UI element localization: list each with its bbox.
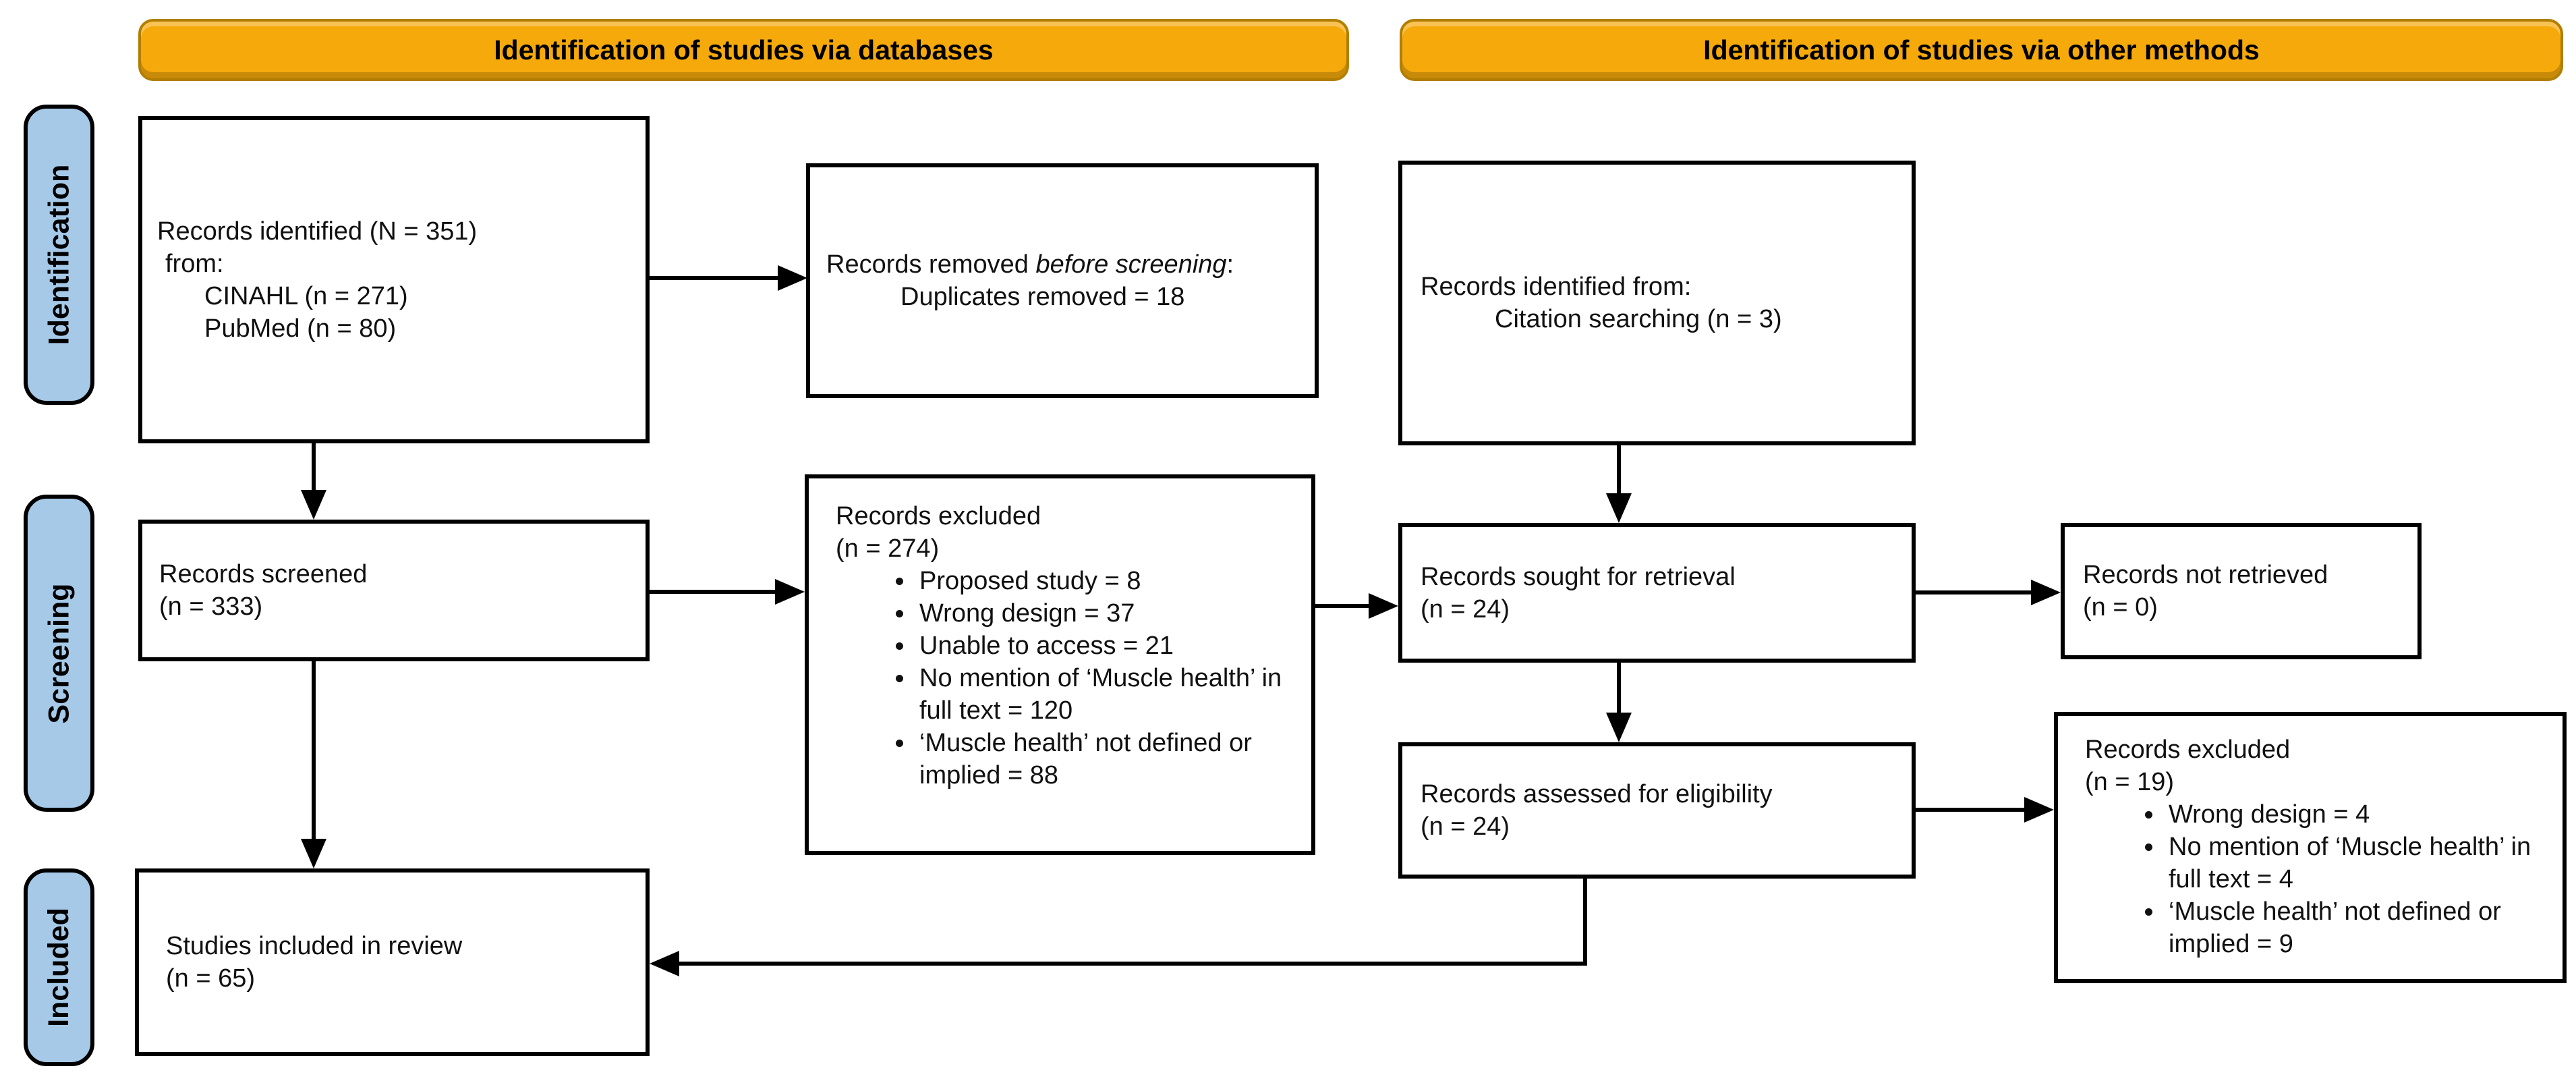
box-records-sought: Records sought for retrieval (n = 24) bbox=[1398, 523, 1916, 663]
arrowhead-identified-to-screened bbox=[301, 490, 326, 520]
box-studies-included: Studies included in review (n = 65) bbox=[135, 868, 650, 1056]
box-records-identified: Records identified (N = 351) from: CINAH… bbox=[138, 116, 650, 443]
stage-label-identification: Identification bbox=[24, 105, 94, 405]
box-records-removed: Records removed before screening: Duplic… bbox=[806, 163, 1319, 398]
stage-label-screening: Screening bbox=[24, 495, 94, 812]
list-item: Unable to access = 21 bbox=[915, 630, 1295, 662]
stage-label-included: Included bbox=[24, 868, 94, 1066]
list-item: Proposed study = 8 bbox=[915, 565, 1295, 597]
connector-sought-to-not-retrieved bbox=[1916, 590, 2032, 594]
box-records-identified-other: Records identified from: Citation search… bbox=[1398, 161, 1916, 445]
excluded-databases-reason-list: Proposed study = 8 Wrong design = 37 Una… bbox=[836, 565, 1295, 792]
arrowhead-excluded-to-sought bbox=[1369, 593, 1398, 619]
connector-screened-to-excluded bbox=[650, 590, 776, 594]
connector-sought-to-assessed bbox=[1617, 663, 1621, 714]
connector-identified-to-removed bbox=[650, 276, 778, 280]
arrowhead-citation-to-sought bbox=[1606, 493, 1632, 523]
connector-identified-to-screened bbox=[312, 443, 316, 491]
connector-assessed-to-included-vertical bbox=[1583, 879, 1587, 966]
box-records-excluded-other: Records excluded (n = 19) Wrong design =… bbox=[2054, 712, 2567, 983]
arrowhead-sought-to-assessed bbox=[1606, 713, 1632, 742]
arrowhead-screened-to-excluded bbox=[775, 579, 805, 605]
arrowhead-identified-to-removed bbox=[778, 265, 807, 291]
arrowhead-sought-to-not-retrieved bbox=[2031, 580, 2061, 605]
excluded-other-reason-list: Wrong design = 4 No mention of ‘Muscle h… bbox=[2085, 798, 2546, 960]
list-item: No mention of ‘Muscle health’ in full te… bbox=[915, 662, 1295, 727]
box-records-screened: Records screened (n = 333) bbox=[138, 520, 650, 661]
column-header-other-methods: Identification of studies via other meth… bbox=[1400, 19, 2563, 81]
box-records-excluded-databases: Records excluded (n = 274) Proposed stud… bbox=[805, 474, 1315, 855]
box-records-assessed: Records assessed for eligibility (n = 24… bbox=[1398, 742, 1916, 879]
arrowhead-screened-to-included bbox=[301, 839, 326, 868]
connector-assessed-to-excluded-other bbox=[1916, 808, 2026, 812]
connector-assessed-to-included-horizontal bbox=[678, 962, 1587, 966]
connector-citation-to-sought bbox=[1617, 445, 1621, 495]
connector-excluded-to-sought bbox=[1315, 604, 1370, 608]
list-item: Wrong design = 4 bbox=[2165, 798, 2546, 831]
box-records-not-retrieved: Records not retrieved (n = 0) bbox=[2061, 523, 2422, 659]
arrowhead-assessed-to-excluded-other bbox=[2024, 797, 2054, 823]
list-item: ‘Muscle health’ not defined or implied =… bbox=[2165, 895, 2546, 960]
arrowhead-assessed-to-included bbox=[650, 951, 679, 976]
list-item: ‘Muscle health’ not defined or implied =… bbox=[915, 727, 1295, 792]
list-item: No mention of ‘Muscle health’ in full te… bbox=[2165, 831, 2546, 895]
column-header-databases: Identification of studies via databases bbox=[138, 19, 1349, 81]
list-item: Wrong design = 37 bbox=[915, 597, 1295, 630]
connector-screened-to-included bbox=[312, 661, 316, 840]
